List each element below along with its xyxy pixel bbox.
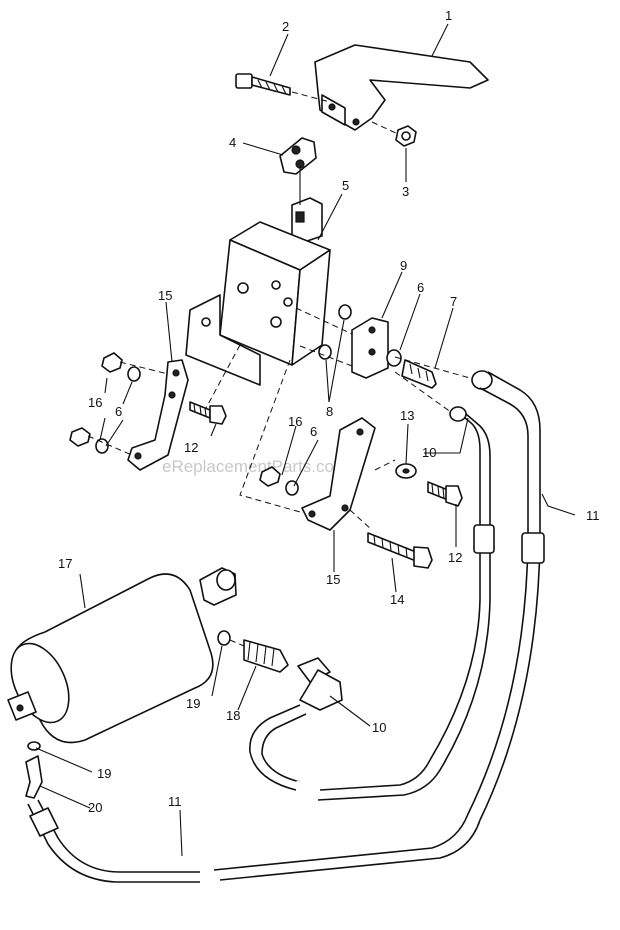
part-11-hose xyxy=(27,370,545,883)
part-5-valve-block xyxy=(185,166,331,386)
callout-6-upper: 6 xyxy=(417,280,424,295)
part-14-long-bolt xyxy=(367,532,433,569)
part-19-18-fittings xyxy=(217,630,289,673)
part-12-left-bolt xyxy=(189,401,227,425)
callout-8: 8 xyxy=(326,404,333,419)
callout-5: 5 xyxy=(342,178,349,193)
part-15-right-bracket xyxy=(301,417,376,531)
part-17-filter xyxy=(7,567,237,744)
callout-4: 4 xyxy=(229,135,236,150)
part-16-6-right-hardware xyxy=(259,466,299,496)
callout-10-lower: 10 xyxy=(372,720,386,735)
leader-lines xyxy=(35,23,576,857)
callout-14: 14 xyxy=(390,592,404,607)
callout-15-lower: 15 xyxy=(326,572,340,587)
part-9-plate xyxy=(351,317,389,379)
callout-6-left: 6 xyxy=(115,404,122,419)
callout-17: 17 xyxy=(58,556,72,571)
callout-2: 2 xyxy=(282,19,289,34)
callout-18: 18 xyxy=(226,708,240,723)
callout-10-upper: 10 xyxy=(422,445,436,460)
callout-11-lower: 11 xyxy=(168,794,182,809)
callout-16-left: 16 xyxy=(88,395,102,410)
callout-3: 3 xyxy=(402,184,409,199)
part-19-20-elbow xyxy=(25,741,43,799)
part-13-washer-12-bolt xyxy=(395,463,463,507)
callout-labels: 1 2 3 4 5 6 7 8 9 10 10 11 11 12 12 13 1… xyxy=(58,8,600,815)
part-6-7-washer-bolt xyxy=(386,349,437,389)
callout-19-upper: 19 xyxy=(186,696,200,711)
callout-6-right: 6 xyxy=(310,424,317,439)
part-4-link xyxy=(279,137,317,175)
part-15-left-bracket xyxy=(127,359,189,471)
callout-11-right: 11 xyxy=(586,508,600,523)
callout-1: 1 xyxy=(445,8,452,23)
callout-19-lower: 19 xyxy=(97,766,111,781)
callout-7: 7 xyxy=(450,294,457,309)
part-3-nut xyxy=(371,121,417,147)
callout-15-upper: 15 xyxy=(158,288,172,303)
part-8-washers xyxy=(318,304,352,360)
part-2-bolt xyxy=(235,73,331,103)
callout-9: 9 xyxy=(400,258,407,273)
callout-12-right: 12 xyxy=(448,550,462,565)
callout-13: 13 xyxy=(400,408,414,423)
part-16-6-left-hardware xyxy=(69,352,169,457)
part-10-hose xyxy=(249,406,495,801)
watermark-text: eReplacementParts.com xyxy=(162,457,348,476)
callout-16-right: 16 xyxy=(288,414,302,429)
callout-12-left: 12 xyxy=(184,440,198,455)
part-1-bracket xyxy=(314,44,489,131)
callout-20: 20 xyxy=(88,800,102,815)
